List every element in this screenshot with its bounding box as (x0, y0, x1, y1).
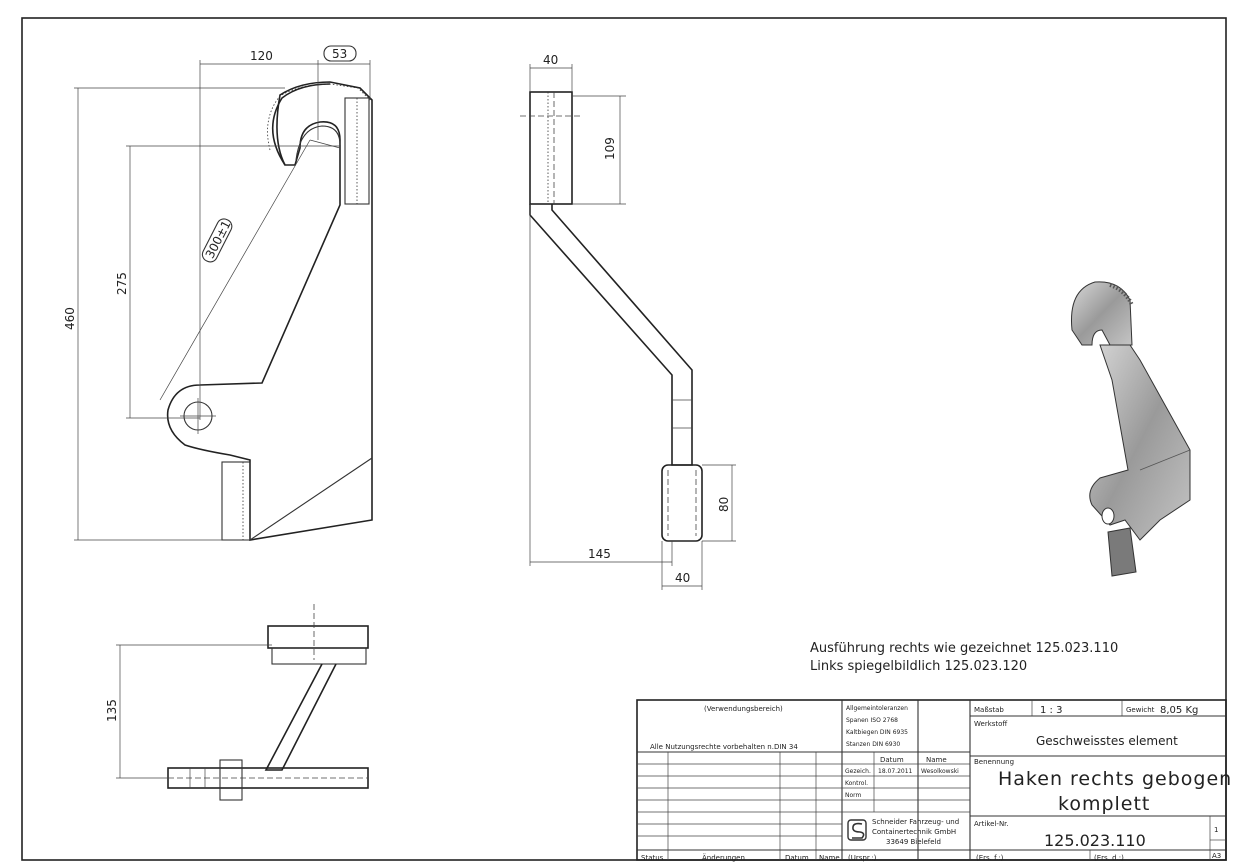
tb-name-bottom: Name (819, 854, 840, 862)
tb-werkstoff-label: Werkstoff (974, 720, 1007, 728)
tb-tol-1: Spanen ISO 2768 (846, 717, 898, 724)
dim-side-offset: 145 (588, 547, 611, 561)
tb-benennung-label: Benennung (974, 758, 1014, 766)
dim-side-bottom-width: 40 (675, 571, 690, 585)
tb-col-name: Name (926, 756, 947, 764)
dim-top-view-height: 135 (105, 699, 119, 722)
isometric-view (1070, 281, 1191, 577)
tb-tol-2: Kaltbiegen DIN 6935 (846, 729, 908, 736)
tb-massstab-value: 1 : 3 (1040, 705, 1062, 716)
tb-row-gezeich: Gezeich. (845, 768, 871, 775)
title-block: (Verwendungsbereich) Alle Nutzungsrechte… (636, 699, 1232, 862)
dim-side-top-height: 109 (603, 137, 617, 160)
side-view: 40 109 145 80 40 (520, 53, 736, 590)
tb-company-2: Containertechnik GmbH (872, 828, 956, 836)
tb-benennung-line1: Haken rechts gebogen (998, 768, 1232, 790)
tb-status: Status (641, 854, 664, 862)
tb-tol-0: Allgemeintoleranzen (846, 705, 908, 712)
tb-gezeich-datum: 18.07.2011 (878, 768, 913, 775)
dim-side-bottom-height: 80 (717, 497, 731, 512)
tb-sheet-number: 1 (1214, 826, 1218, 834)
tb-massstab-label: Maßstab (974, 706, 1004, 714)
tb-artikel-value: 125.023.110 (1044, 831, 1146, 850)
tb-col-datum: Datum (880, 756, 904, 764)
tb-aenderungen: Änderungen (702, 853, 745, 862)
tb-datum-bottom: Datum (785, 854, 809, 862)
dim-front-diagonal: 300±1 (203, 218, 234, 261)
drawing-frame (21, 17, 1227, 861)
tb-tol-3: Stanzen DIN 6930 (846, 741, 900, 748)
tb-sheet-format: A3 (1212, 852, 1221, 860)
tb-company-3: 33649 Bielefeld (886, 838, 941, 846)
tb-ers-f: (Ers. f.:) (976, 854, 1004, 862)
tb-row-norm: Norm (845, 792, 862, 799)
top-view: 135 (105, 604, 369, 801)
tb-row-kontrol: Kontrol. (845, 780, 868, 787)
dim-side-top-width: 40 (543, 53, 558, 67)
note-execution-left: Links spiegelbildlich 125.023.120 (810, 659, 1027, 674)
tb-urspr: (Urspr.:) (848, 854, 877, 862)
tb-werkstoff-value: Geschweisstes element (1036, 734, 1178, 748)
dim-front-width-ref: 53 (332, 47, 347, 61)
tb-verwendungsbereich: (Verwendungsbereich) (704, 705, 783, 713)
dim-front-height-hole: 275 (115, 272, 129, 295)
tb-company-1: Schneider Fahrzeug- und (872, 818, 959, 826)
tb-nutzungsrechte: Alle Nutzungsrechte vorbehalten n.DIN 34 (650, 743, 798, 751)
dim-front-width: 120 (250, 49, 273, 63)
dim-front-height-total: 460 (63, 307, 77, 330)
tb-ers-d: (Ers. d.:) (1094, 854, 1124, 862)
tb-gewicht-value: 8,05 Kg (1160, 705, 1198, 716)
company-logo-icon (847, 819, 867, 841)
tb-gezeich-name: Wesolkowski (921, 768, 959, 775)
tb-gewicht-label: Gewicht (1126, 706, 1155, 714)
tb-artikel-label: Artikel-Nr. (974, 820, 1009, 828)
tb-benennung-line2: komplett (1058, 793, 1150, 815)
note-execution-right: Ausführung rechts wie gezeichnet 125.023… (810, 641, 1118, 656)
front-view: 120 53 460 275 300±1 (63, 45, 373, 541)
